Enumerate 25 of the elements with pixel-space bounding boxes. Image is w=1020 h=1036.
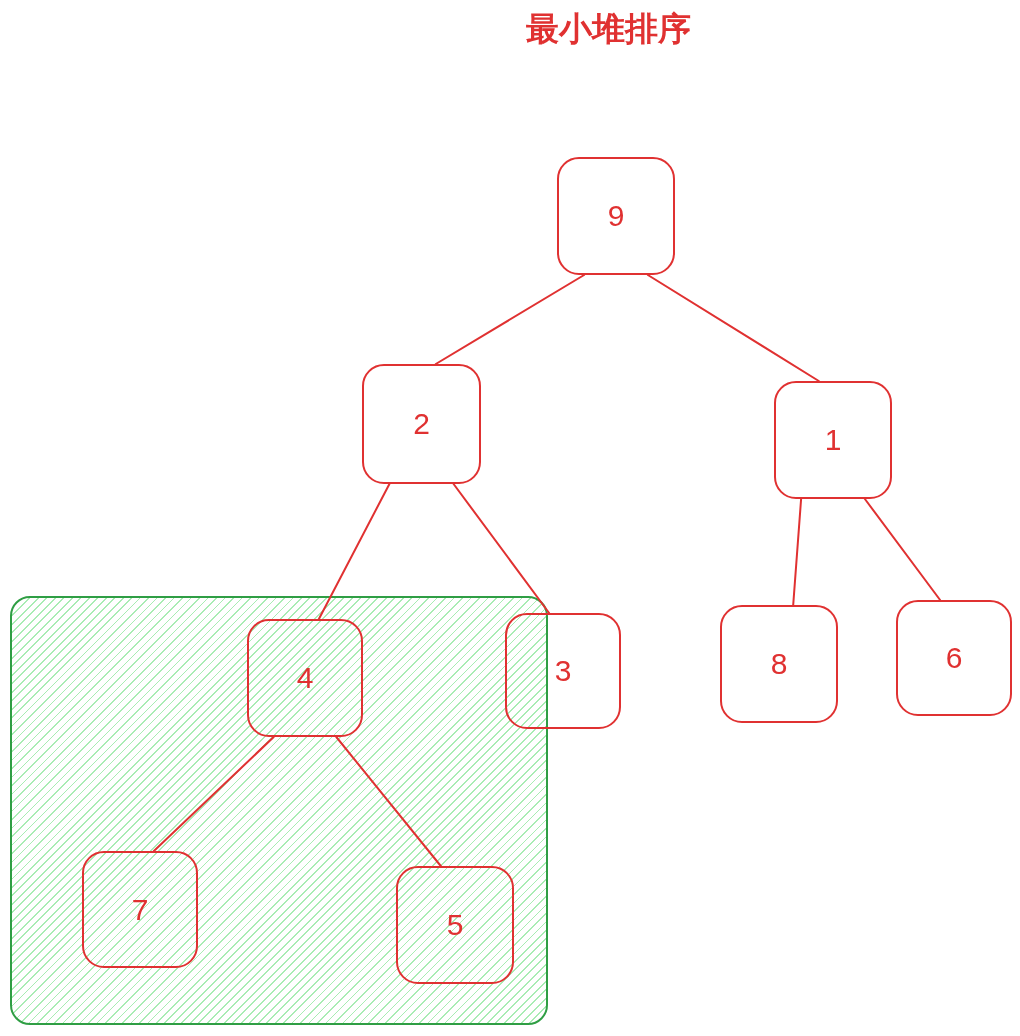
tree-node-box xyxy=(362,364,481,484)
node-value: 4 xyxy=(296,663,314,693)
tree-node-box xyxy=(896,600,1012,716)
tree-node-box xyxy=(247,619,363,737)
node-value: 1 xyxy=(824,425,842,455)
node-value: 7 xyxy=(131,894,149,925)
node-value: 3 xyxy=(554,656,572,686)
tree-node-box xyxy=(396,866,514,984)
connector-line xyxy=(452,483,551,614)
tree-node-box xyxy=(505,613,621,729)
tree-node-box xyxy=(557,157,675,275)
node-value: 8 xyxy=(770,649,788,679)
connector-line xyxy=(863,498,942,601)
highlight-region xyxy=(10,596,548,1025)
node-value: 5 xyxy=(446,910,464,940)
tree-node-box xyxy=(82,851,198,968)
node-value: 2 xyxy=(413,409,430,439)
diagram-title: 最小堆排序 xyxy=(524,9,692,49)
node-value: 9 xyxy=(607,201,625,231)
connector-line xyxy=(646,274,820,382)
connector-line xyxy=(434,274,586,365)
node-value: 6 xyxy=(945,643,963,673)
connector-line xyxy=(792,498,803,606)
tree-node-box xyxy=(774,381,892,499)
tree-node-box xyxy=(720,605,838,723)
